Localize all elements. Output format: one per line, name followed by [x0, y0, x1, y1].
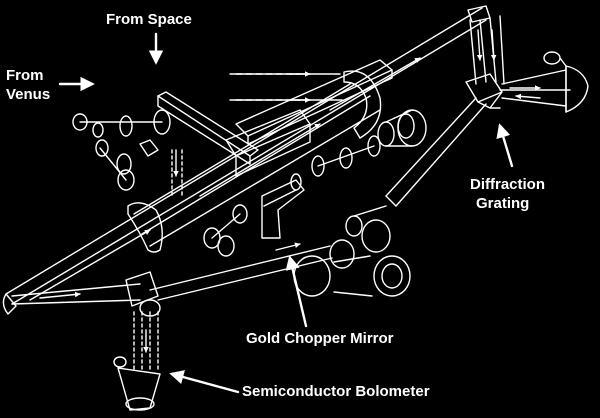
semiconductor-bolometer	[113, 356, 161, 411]
gold-chopper-mirror-label: Gold Chopper Mirror	[246, 329, 394, 348]
support-rod	[149, 242, 333, 301]
gold-chopper-mirror-text: Gold Chopper Mirror	[246, 330, 394, 347]
diffraction-grating-line-2: Grating	[476, 195, 530, 212]
diffraction-grating-label: Diffraction Grating	[470, 175, 545, 213]
gold-chopper-mirror	[261, 179, 305, 239]
grating-arrow	[496, 123, 514, 168]
semiconductor-bolometer-text: Semiconductor Bolometer	[242, 383, 430, 400]
detector-assembly	[293, 205, 411, 297]
bolometer-arrow	[169, 370, 240, 394]
lower-left-mirror	[127, 202, 163, 253]
entrance-optics	[72, 109, 171, 191]
right-mirror	[499, 51, 589, 113]
from-venus-label: From Venus	[6, 66, 50, 104]
diffraction-grating	[385, 73, 503, 207]
folding-mirror	[125, 271, 161, 371]
from-venus-line-2: Venus	[6, 86, 51, 103]
chopper-arrow	[285, 255, 308, 328]
far-left-mirror	[2, 283, 141, 315]
main-optical-beam	[5, 7, 487, 305]
diffraction-grating-line-1: Diffraction	[470, 176, 545, 193]
bench-lenses	[203, 135, 381, 257]
upper-right-mirror	[467, 5, 505, 85]
optical-bench	[157, 59, 393, 177]
from-venus-line-1: From	[6, 67, 44, 84]
chopper-motor	[377, 109, 427, 147]
from-space-label: From Space	[106, 10, 192, 29]
from-space-text: From Space	[106, 11, 192, 28]
semiconductor-bolometer-label: Semiconductor Bolometer	[242, 382, 430, 401]
chopper-pathways	[171, 149, 183, 197]
